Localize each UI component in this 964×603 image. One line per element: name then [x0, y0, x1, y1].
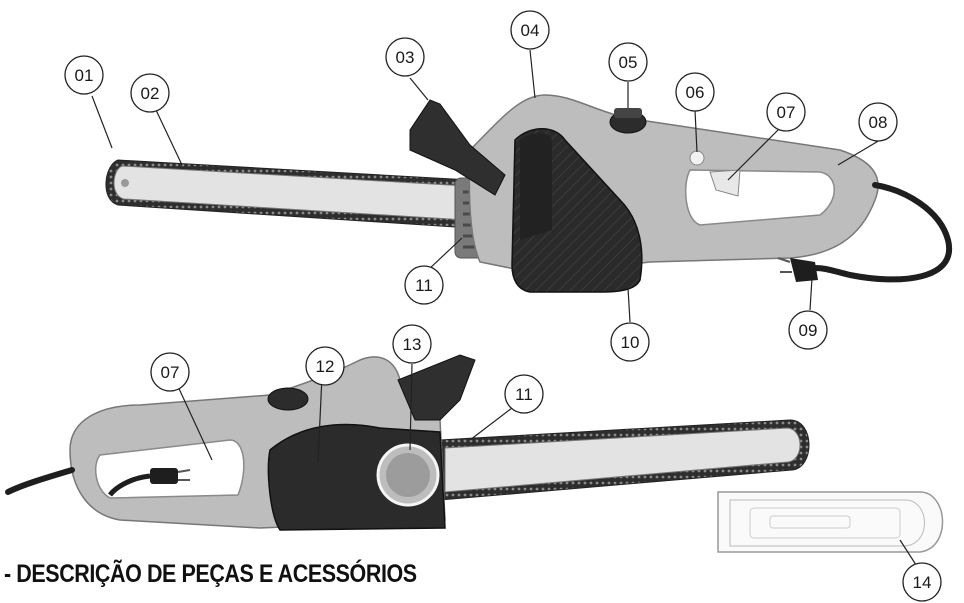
top-chainsaw	[105, 94, 953, 293]
callout-03: 03	[385, 37, 425, 77]
svg-text:07: 07	[161, 363, 180, 382]
top-power-cord	[812, 182, 953, 283]
callout-01: 01	[64, 55, 104, 95]
callout-14: 14	[902, 562, 942, 602]
bottom-front-guard	[397, 354, 476, 421]
top-trigger	[709, 169, 741, 197]
svg-text:10: 10	[621, 333, 640, 352]
top-guide-bar	[113, 165, 467, 221]
top-plug	[777, 257, 818, 282]
callout-05: 05	[608, 42, 648, 82]
callout-06: 06	[675, 72, 715, 112]
top-lock-button	[689, 150, 705, 166]
svg-text:11: 11	[415, 276, 433, 295]
svg-text:08: 08	[869, 113, 888, 132]
callout-10: 10	[610, 322, 650, 362]
section-caption: - DESCRIÇÃO DE PEÇAS E ACESSÓRIOS	[4, 560, 417, 588]
callout-12: 12	[305, 346, 345, 386]
svg-text:03: 03	[396, 48, 415, 67]
bar-cover	[717, 491, 944, 553]
callout-02: 02	[130, 73, 170, 113]
callout-11-top: 11	[404, 265, 444, 305]
callout-09: 09	[788, 310, 828, 350]
callout-13: 13	[392, 324, 432, 364]
svg-text:01: 01	[75, 66, 94, 85]
svg-text:04: 04	[521, 21, 540, 40]
callout-04: 04	[510, 10, 550, 50]
top-front-guard	[409, 99, 506, 196]
callout-08: 08	[858, 102, 898, 142]
svg-text:13: 13	[403, 335, 422, 354]
svg-text:06: 06	[686, 83, 705, 102]
svg-text:05: 05	[619, 53, 638, 72]
svg-text:14: 14	[913, 573, 932, 592]
bottom-plug	[107, 468, 191, 497]
bottom-oil-cap	[267, 387, 309, 411]
bottom-chainsaw	[5, 354, 810, 531]
bottom-guide-bar	[444, 427, 801, 493]
svg-text:09: 09	[799, 321, 818, 340]
callouts: 01 02 03 04 05 06 07 08	[64, 10, 942, 602]
svg-text:11: 11	[515, 385, 533, 404]
svg-text:07: 07	[777, 103, 796, 122]
svg-text:02: 02	[141, 84, 160, 103]
callout-07-bottom: 07	[150, 352, 190, 392]
callout-11-bottom: 11	[504, 374, 544, 414]
leader-lines	[91, 49, 919, 569]
bottom-power-cord	[5, 467, 75, 495]
callout-07-top: 07	[766, 92, 806, 132]
svg-text:12: 12	[316, 357, 335, 376]
